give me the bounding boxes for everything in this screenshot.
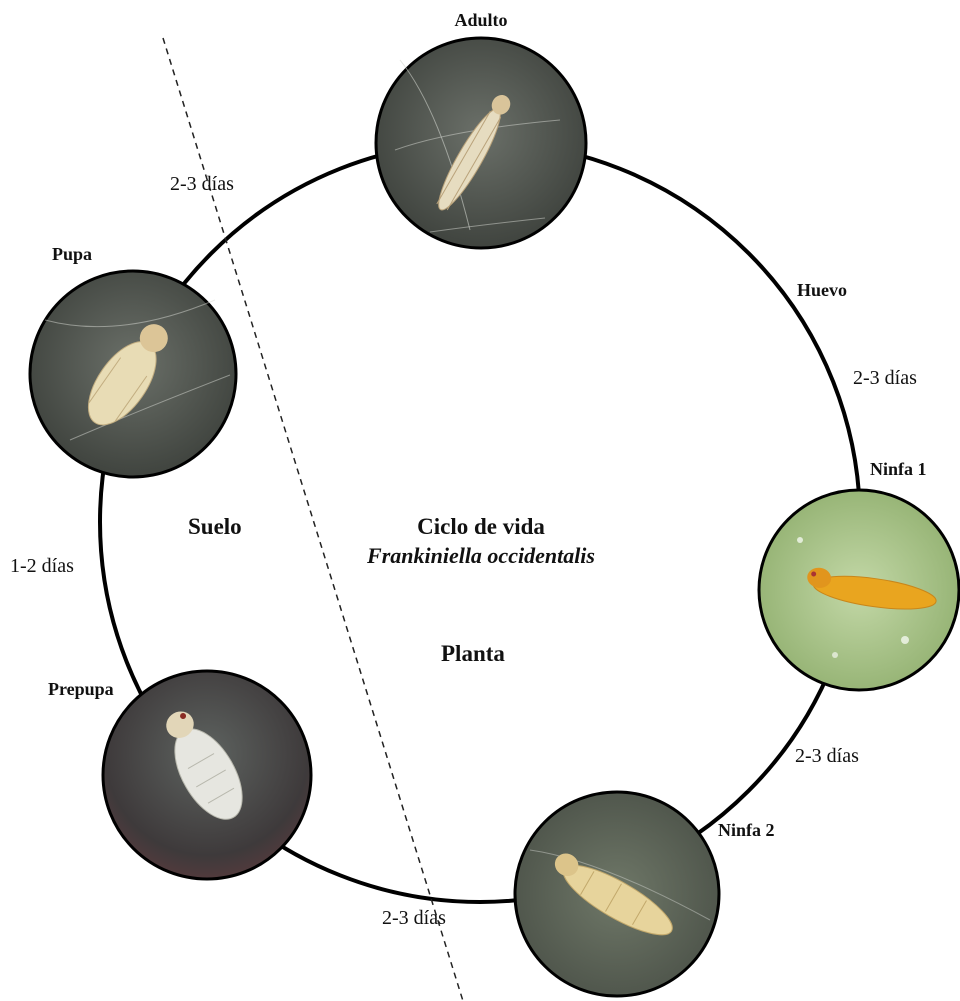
duration-egg-to-nymph1: 2-3 días xyxy=(853,367,917,389)
species-name: Frankiniella occidentalis xyxy=(366,543,595,568)
duration-pupa-to-adult: 2-3 días xyxy=(170,173,234,195)
stage-label-nymph2: Ninfa 2 xyxy=(718,820,775,840)
prepupa-photo xyxy=(103,671,311,879)
nymph2-photo xyxy=(515,792,719,996)
pupa-photo xyxy=(30,271,236,477)
stage-label-nymph1: Ninfa 1 xyxy=(870,459,927,479)
stage-label-egg: Huevo xyxy=(797,280,847,300)
adult-photo xyxy=(376,38,586,248)
duration-nymph2-to-prepupa: 2-3 días xyxy=(382,907,446,929)
nymph1-photo xyxy=(759,490,959,690)
zone-label-plant: Planta xyxy=(441,641,505,666)
stage-label-pupa: Pupa xyxy=(52,244,92,264)
duration-nymph1-to-nymph2: 2-3 días xyxy=(795,745,859,767)
zone-label-soil: Suelo xyxy=(188,514,242,539)
stage-label-adult: Adulto xyxy=(454,10,507,30)
duration-prepupa-to-pupa: 1-2 días xyxy=(10,555,74,577)
stage-label-prepupa: Prepupa xyxy=(48,679,114,699)
diagram-title: Ciclo de vida xyxy=(417,514,545,539)
